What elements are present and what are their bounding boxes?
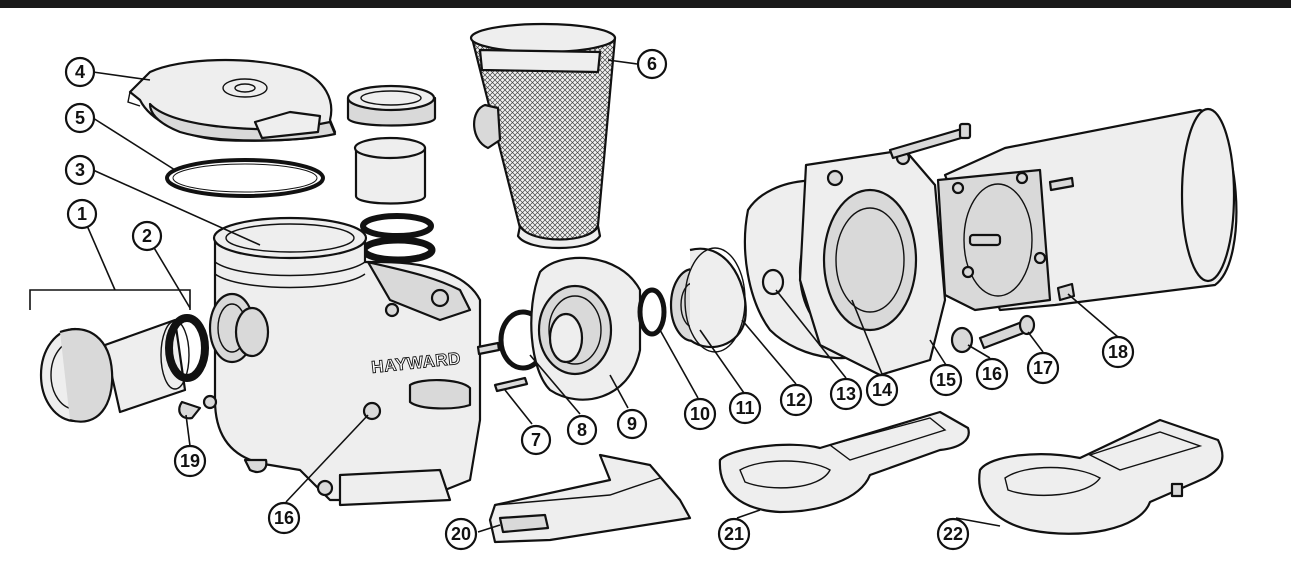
callout-label: 21 — [724, 524, 744, 544]
callout-3: 3 — [64, 154, 96, 186]
callout-label: 16 — [274, 508, 294, 528]
callout-22: 22 — [936, 517, 970, 551]
inlet-union-fitting — [39, 318, 190, 423]
callout-label: 16 — [982, 364, 1002, 384]
callout-label: 17 — [1033, 358, 1053, 378]
callout-11: 11 — [728, 391, 762, 425]
callout-6: 6 — [636, 48, 668, 80]
strainer-cover-lid — [127, 58, 337, 142]
callout-14: 14 — [865, 373, 899, 407]
callout-16b: 16 — [267, 501, 301, 535]
callout-4: 4 — [64, 56, 96, 88]
callout-label: 6 — [647, 54, 657, 74]
callout-1: 1 — [66, 198, 98, 230]
impeller — [669, 247, 747, 353]
base-spacer — [488, 453, 692, 544]
inlet-gasket — [165, 314, 209, 382]
callout-20: 20 — [444, 517, 478, 551]
callout-label: 1 — [77, 204, 87, 224]
callout-12: 12 — [779, 383, 813, 417]
housing-bolt — [476, 341, 529, 393]
diffuser — [530, 256, 642, 401]
callout-label: 18 — [1108, 342, 1128, 362]
motor-mounting-plate — [798, 148, 947, 377]
callout-label: 22 — [943, 524, 963, 544]
impeller-ring — [637, 287, 667, 337]
strainer-basket — [469, 22, 617, 250]
callout-13: 13 — [829, 377, 863, 411]
callout-label: 3 — [75, 160, 85, 180]
callout-label: 20 — [451, 524, 471, 544]
callout-16a: 16 — [975, 357, 1009, 391]
upper-union-fitting — [346, 84, 437, 205]
callout-label: 2 — [142, 226, 152, 246]
callout-label: 5 — [75, 108, 85, 128]
callout-label: 8 — [577, 420, 587, 440]
motor-base — [718, 410, 970, 514]
callout-label: 19 — [180, 451, 200, 471]
callout-5: 5 — [64, 102, 96, 134]
callout-label: 4 — [75, 62, 85, 82]
callout-15: 15 — [929, 363, 963, 397]
callout-9: 9 — [616, 408, 648, 440]
callout-19: 19 — [173, 444, 207, 478]
callout-label: 14 — [872, 380, 892, 400]
union-o-rings — [360, 213, 436, 264]
callout-18: 18 — [1101, 335, 1135, 369]
callout-label: 7 — [531, 430, 541, 450]
callout-7: 7 — [520, 424, 552, 456]
motor — [936, 107, 1238, 312]
callout-label: 10 — [690, 404, 710, 424]
callout-label: 13 — [836, 384, 856, 404]
top-border-bar — [0, 0, 1291, 8]
callout-10: 10 — [683, 397, 717, 431]
callout-label: 11 — [735, 398, 754, 418]
callout-8: 8 — [566, 414, 598, 446]
callout-2: 2 — [131, 220, 163, 252]
drain-plug-and-bolt — [950, 282, 1076, 354]
pump-housing: HAYWARD — [178, 216, 482, 507]
callout-17: 17 — [1026, 351, 1060, 385]
callout-label: 12 — [786, 390, 806, 410]
callout-label: 15 — [936, 370, 956, 390]
pump-base — [978, 418, 1224, 535]
callout-label: 9 — [627, 414, 637, 434]
motor-bolts — [888, 122, 972, 160]
callout-21: 21 — [717, 517, 751, 551]
lid-o-ring — [165, 158, 325, 198]
